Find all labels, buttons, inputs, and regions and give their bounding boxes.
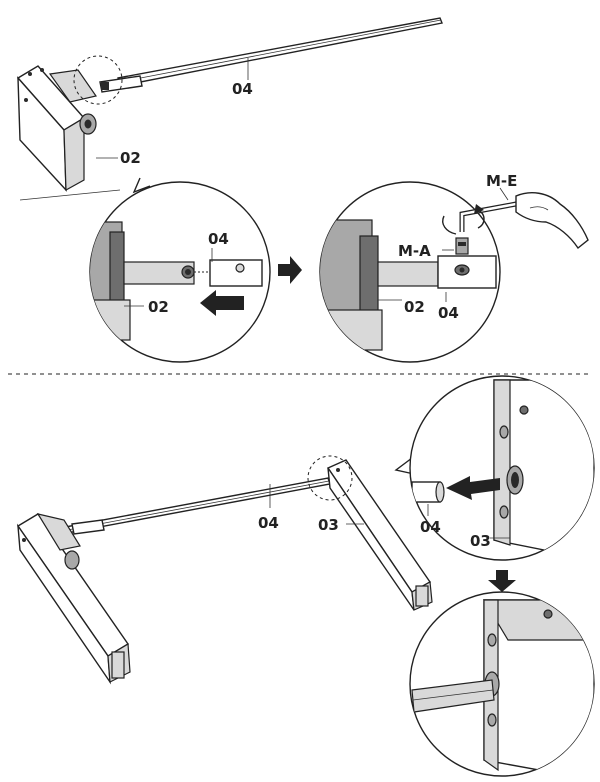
arrow-left-icon (446, 476, 500, 500)
label-rod-zoom1: 04 (208, 230, 229, 248)
label-rod-bottom: 04 (258, 514, 279, 532)
arrow-down-icon (488, 570, 516, 592)
label-screw: M-A (398, 242, 431, 260)
hex-key-me (459, 192, 589, 250)
zoom-circle-3: 04 03 (394, 375, 595, 561)
top-overview: 04 02 (16, 17, 443, 201)
rotate-arrow-icon (442, 215, 457, 235)
rod-04-overview (99, 17, 443, 93)
leg-02-bottom (16, 513, 131, 685)
label-leg-03-bottom: 03 (318, 516, 339, 534)
label-leg-zoom2: 02 (404, 298, 425, 316)
label-rod-zoom2: 04 (438, 304, 459, 322)
label-rod-zoom3: 04 (420, 518, 441, 536)
zoom-marker-bottom (307, 455, 353, 501)
label-rod-top: 04 (232, 80, 253, 98)
label-leg-top: 02 (120, 149, 141, 167)
leg-02-overview (16, 65, 97, 192)
zoom-circle-2: M-A M-E 04 02 (319, 172, 589, 363)
leg-03-bottom (326, 459, 433, 611)
zoom-circle-1: 04 02 (89, 177, 271, 363)
screw-ma (455, 237, 469, 255)
zoom-circle-4 (409, 591, 595, 777)
zoom-marker-top (73, 55, 123, 105)
arrow-left-icon (200, 290, 244, 316)
bottom-overview: 04 03 (16, 455, 433, 685)
label-leg-zoom1: 02 (148, 298, 169, 316)
arrow-right-icon (278, 256, 302, 284)
label-leg-03-zoom3: 03 (470, 532, 491, 550)
label-hex-key: M-E (486, 172, 517, 190)
